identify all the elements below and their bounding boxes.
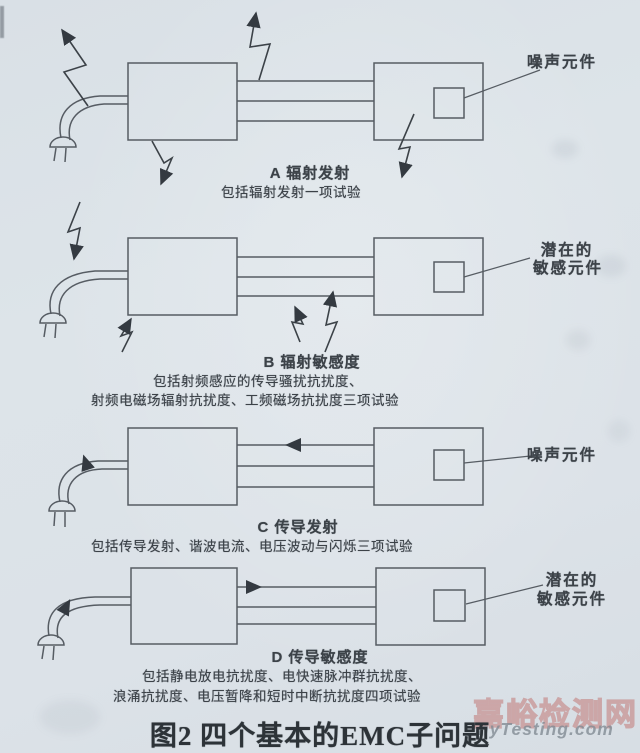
- pointer-line: [465, 584, 544, 605]
- lightning-arrow-icon: [61, 28, 89, 107]
- section-d-desc-line: 浪涌抗扰度、电压暂降和短时中断抗扰度四项试验: [113, 689, 421, 704]
- receptor-equipment-box: [373, 62, 484, 141]
- power-plug-icon: [49, 136, 77, 163]
- figure-caption: 图2 四个基本的EMC子问题: [149, 721, 491, 751]
- lightning-arrow-icon: [322, 290, 339, 353]
- section-c-title: C 传导发射: [257, 519, 339, 536]
- lightning-arrow-icon: [117, 317, 134, 353]
- lightning-arrow-icon: [66, 201, 84, 261]
- section-b-side-label: 潜在的: [540, 242, 594, 259]
- section-d-diagram: [37, 567, 544, 661]
- scan-streak: [0, 6, 4, 38]
- receptor-equipment-box: [127, 237, 238, 316]
- section-d-title: D 传导敏感度: [271, 649, 369, 666]
- section-a-diagram: [49, 11, 541, 186]
- cord-flow-arrow-icon: [81, 454, 95, 472]
- pointer-line: [463, 69, 541, 99]
- power-plug-icon: [39, 312, 67, 339]
- power-cord: [47, 596, 131, 639]
- cable-flow-arrow-icon: [246, 580, 262, 594]
- scan-smudge: [608, 420, 630, 442]
- interconnect-cables: [237, 256, 374, 297]
- section-b-title: B 辐射敏感度: [263, 354, 361, 371]
- section-c-side-label: 噪声元件: [527, 447, 598, 464]
- section-a-desc-line: 包括辐射发射一项试验: [221, 185, 361, 200]
- pointer-line: [463, 257, 531, 278]
- noise-element-square: [433, 87, 465, 119]
- lightning-arrow-icons: [66, 201, 339, 353]
- cord-flow-arrow-icon: [56, 599, 71, 617]
- lightning-arrow-icon: [290, 305, 308, 343]
- sensitive-element-square: [433, 589, 466, 622]
- power-plug-icon: [48, 500, 76, 527]
- lightning-arrow-icon: [397, 113, 415, 179]
- section-b-side-label: 敏感元件: [532, 260, 604, 277]
- section-a-side-label: 噪声元件: [527, 54, 598, 71]
- noise-source-box: [373, 427, 484, 506]
- section-a-title: A 辐射发射: [269, 165, 351, 182]
- power-cord: [58, 460, 128, 505]
- lightning-arrow-icons: [61, 11, 415, 186]
- noise-element-square: [433, 449, 465, 481]
- section-d-side-label: 敏感元件: [536, 591, 608, 608]
- power-plug-icon: [37, 634, 65, 661]
- scan-smudge: [40, 700, 100, 734]
- sensitive-equipment-box: [375, 567, 486, 646]
- pointer-line: [463, 454, 541, 464]
- cable-flow-arrow-icon: [285, 438, 301, 452]
- scan-smudge: [552, 140, 578, 158]
- watermark-site-url: nyTesting.com: [478, 719, 614, 739]
- section-c-diagram: [48, 427, 541, 527]
- conduction-arrows: [56, 580, 262, 617]
- sensitive-element-square: [433, 261, 465, 293]
- power-cord: [59, 95, 128, 141]
- receptor-equipment-box: [127, 427, 238, 506]
- receptor-equipment-box: [130, 567, 238, 645]
- lightning-arrow-icon: [151, 140, 174, 186]
- power-cord: [49, 270, 128, 317]
- section-b-diagram: [39, 201, 531, 353]
- section-b-desc-line: 射频电磁场辐射抗扰度、工频磁场抗扰度三项试验: [91, 393, 399, 408]
- conduction-arrows: [81, 438, 301, 472]
- scan-smudge: [596, 255, 626, 277]
- interconnect-cables: [237, 586, 376, 625]
- section-c-desc-line: 包括传导发射、谐波电流、电压波动与闪烁三项试验: [91, 539, 413, 554]
- lightning-arrow-icon: [246, 11, 272, 81]
- source-equipment-box: [127, 62, 238, 141]
- scan-smudge: [566, 330, 590, 350]
- watermark-site-name: 嘉峪检测网: [472, 696, 638, 732]
- section-d-side-label: 潜在的: [545, 572, 599, 589]
- section-b-desc-line: 包括射频感应的传导骚扰抗扰度、: [153, 374, 363, 389]
- interconnect-cables: [237, 444, 374, 488]
- section-d-desc-line: 包括静电放电抗扰度、电快速脉冲群抗扰度、: [142, 669, 422, 684]
- interconnect-cables: [237, 80, 374, 122]
